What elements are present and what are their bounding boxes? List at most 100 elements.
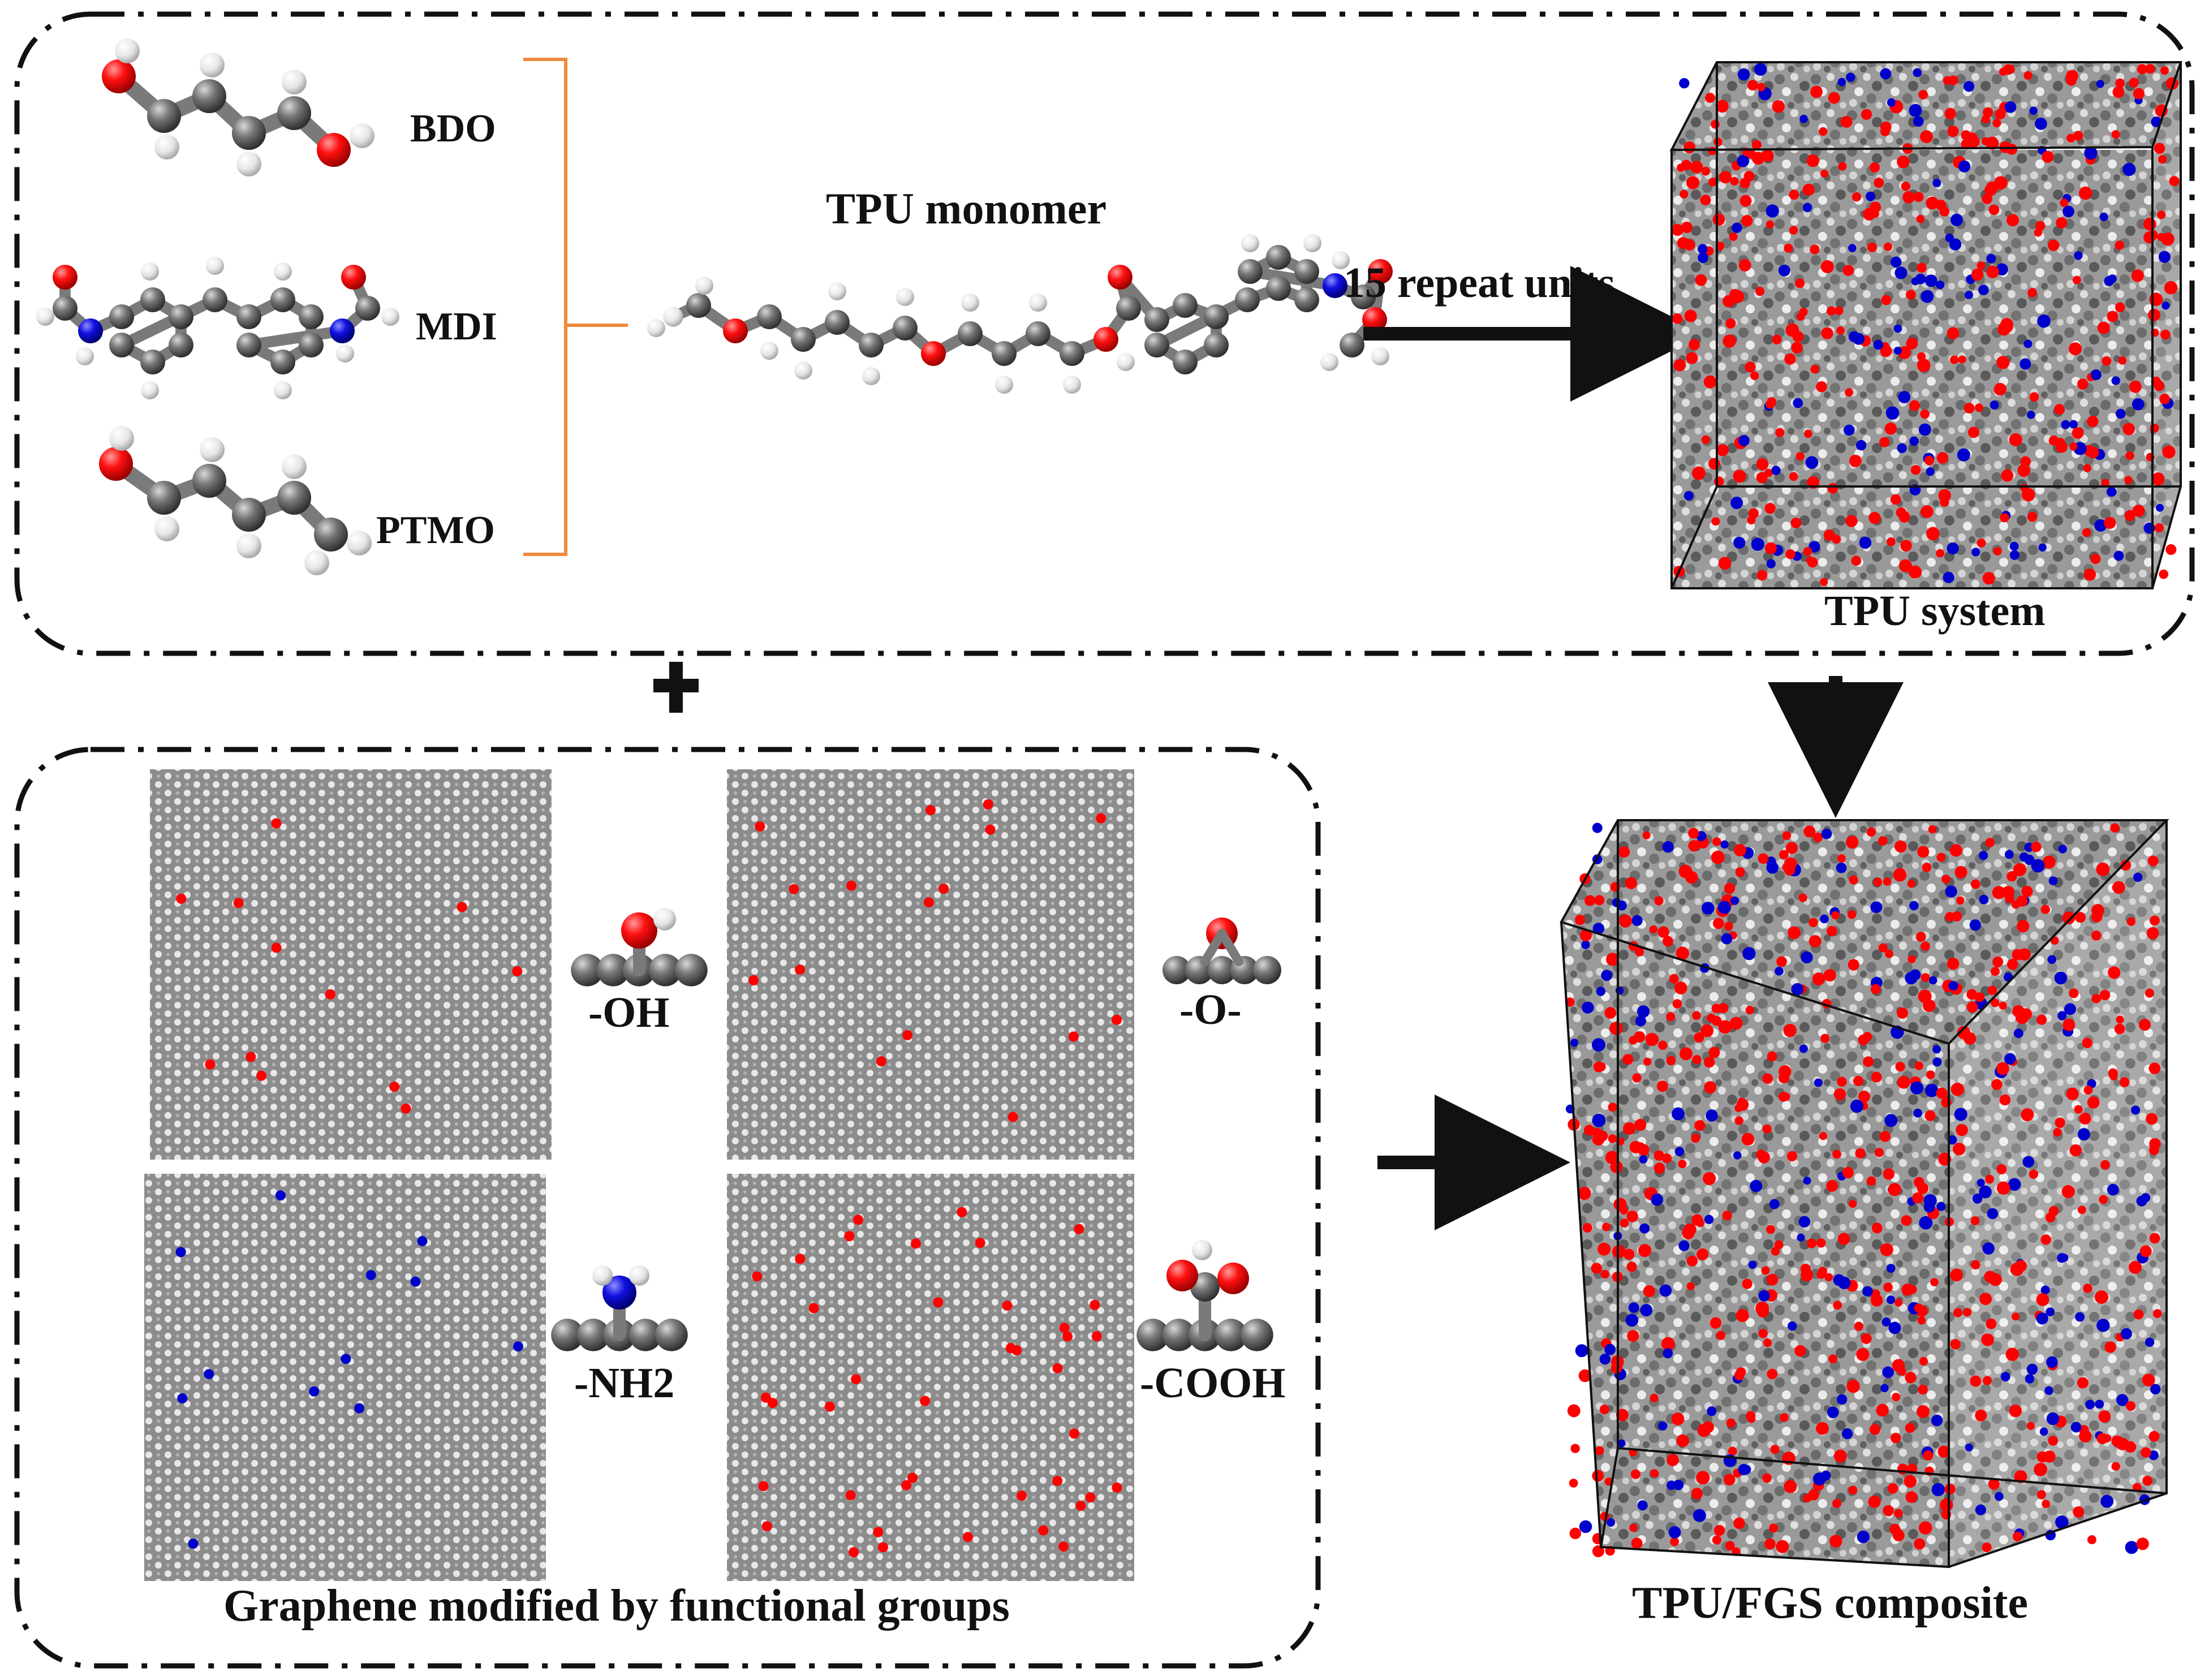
atom [2069,988,2079,998]
atom [1896,507,1907,518]
atom [1790,518,1802,528]
atom [2001,321,2013,333]
atom [1673,359,1686,372]
atom [1906,290,1916,300]
functional-group-dot [983,799,993,810]
atom [1975,1504,1986,1515]
functional-group-dot [844,1231,855,1242]
atom [2026,1363,2038,1375]
atom [2158,155,2167,164]
functional-group-dot [1062,1331,1073,1342]
atom [1954,865,1967,878]
composite-label: TPU/FGS composite [1632,1578,2028,1628]
atom [1878,943,1888,953]
atom [1844,424,1855,436]
atom [1608,1134,1617,1143]
atom [1637,1500,1648,1511]
atom [1700,1024,1714,1037]
atom [2020,484,2029,493]
atom [1800,1264,1811,1274]
amine-group-icon [551,1265,688,1351]
functional-group-dot [1069,1428,1079,1439]
atom [1961,130,1971,141]
atom [2042,1500,2050,1509]
atom [2114,1023,2125,1035]
atom [2009,433,2022,446]
atom [1653,1150,1665,1161]
atom [1766,399,1775,409]
atom [2069,1144,2082,1157]
atom [1745,1006,1754,1015]
atom [2048,1436,2059,1446]
atom [1671,1412,1685,1425]
atom [1671,223,1684,236]
atom [1717,901,1731,914]
atom [1897,1007,1908,1019]
atom [1847,910,1857,919]
atom [2001,469,2014,482]
functional-group-dot [845,1490,856,1501]
atom [1720,840,1729,849]
atom [1626,1211,1638,1222]
atom [1961,139,1972,150]
atom [2096,80,2104,88]
atom [1892,1359,1905,1372]
atom [1767,1051,1777,1062]
atom [1762,1124,1772,1134]
atom [1639,1155,1648,1164]
atom [1711,119,1720,129]
atom [1681,160,1692,171]
atom [1849,875,1858,885]
atom [1628,1302,1639,1313]
oxygen-atom [921,341,946,366]
carbon-atom [597,954,630,987]
atom [1686,352,1698,364]
atom [1716,1330,1725,1340]
oxygen-atom [1093,327,1118,352]
atom [1920,130,1933,144]
functional-group-dot [1058,1541,1069,1552]
top-panel-frame [14,11,2195,656]
atom [1702,1421,1714,1433]
hydrogen-atom [760,342,778,360]
atom [1856,1348,1870,1361]
atom [1706,1109,1718,1122]
atom [1819,127,1828,136]
atom [1816,381,1827,393]
hydrogen-atom [109,426,134,451]
atom [1678,1160,1687,1169]
atom [1905,1423,1915,1433]
atom [1923,999,1936,1013]
atom [2104,1341,2116,1353]
atom [1750,371,1759,380]
atom [1837,77,1846,87]
atom [1848,1485,1858,1495]
carbon-atom [859,333,884,357]
atom [2061,1184,2075,1199]
atom [2164,281,2178,295]
carbon-atom [1351,285,1376,309]
atom [1784,857,1797,871]
carbon-atom [147,481,181,515]
atom [1986,1318,1997,1329]
atom [1756,570,1768,581]
atom [2111,376,2120,385]
atom [1639,1223,1650,1234]
plus-icon [653,662,699,713]
atom [2069,342,2082,356]
atom [1993,382,2006,396]
nitrogen-atom [1323,273,1347,298]
atom [1873,339,1884,350]
atom [1950,1339,1961,1350]
hydrogen-atom [274,381,292,399]
atom [2147,855,2159,867]
atom [1666,1012,1676,1022]
atom [2023,339,2033,348]
atom [1670,1537,1680,1547]
atom [1674,1147,1685,1156]
atom [1853,333,1865,345]
atom [2156,503,2164,512]
atom [1754,63,1767,76]
atom [2113,550,2124,561]
atom [2035,221,2046,231]
